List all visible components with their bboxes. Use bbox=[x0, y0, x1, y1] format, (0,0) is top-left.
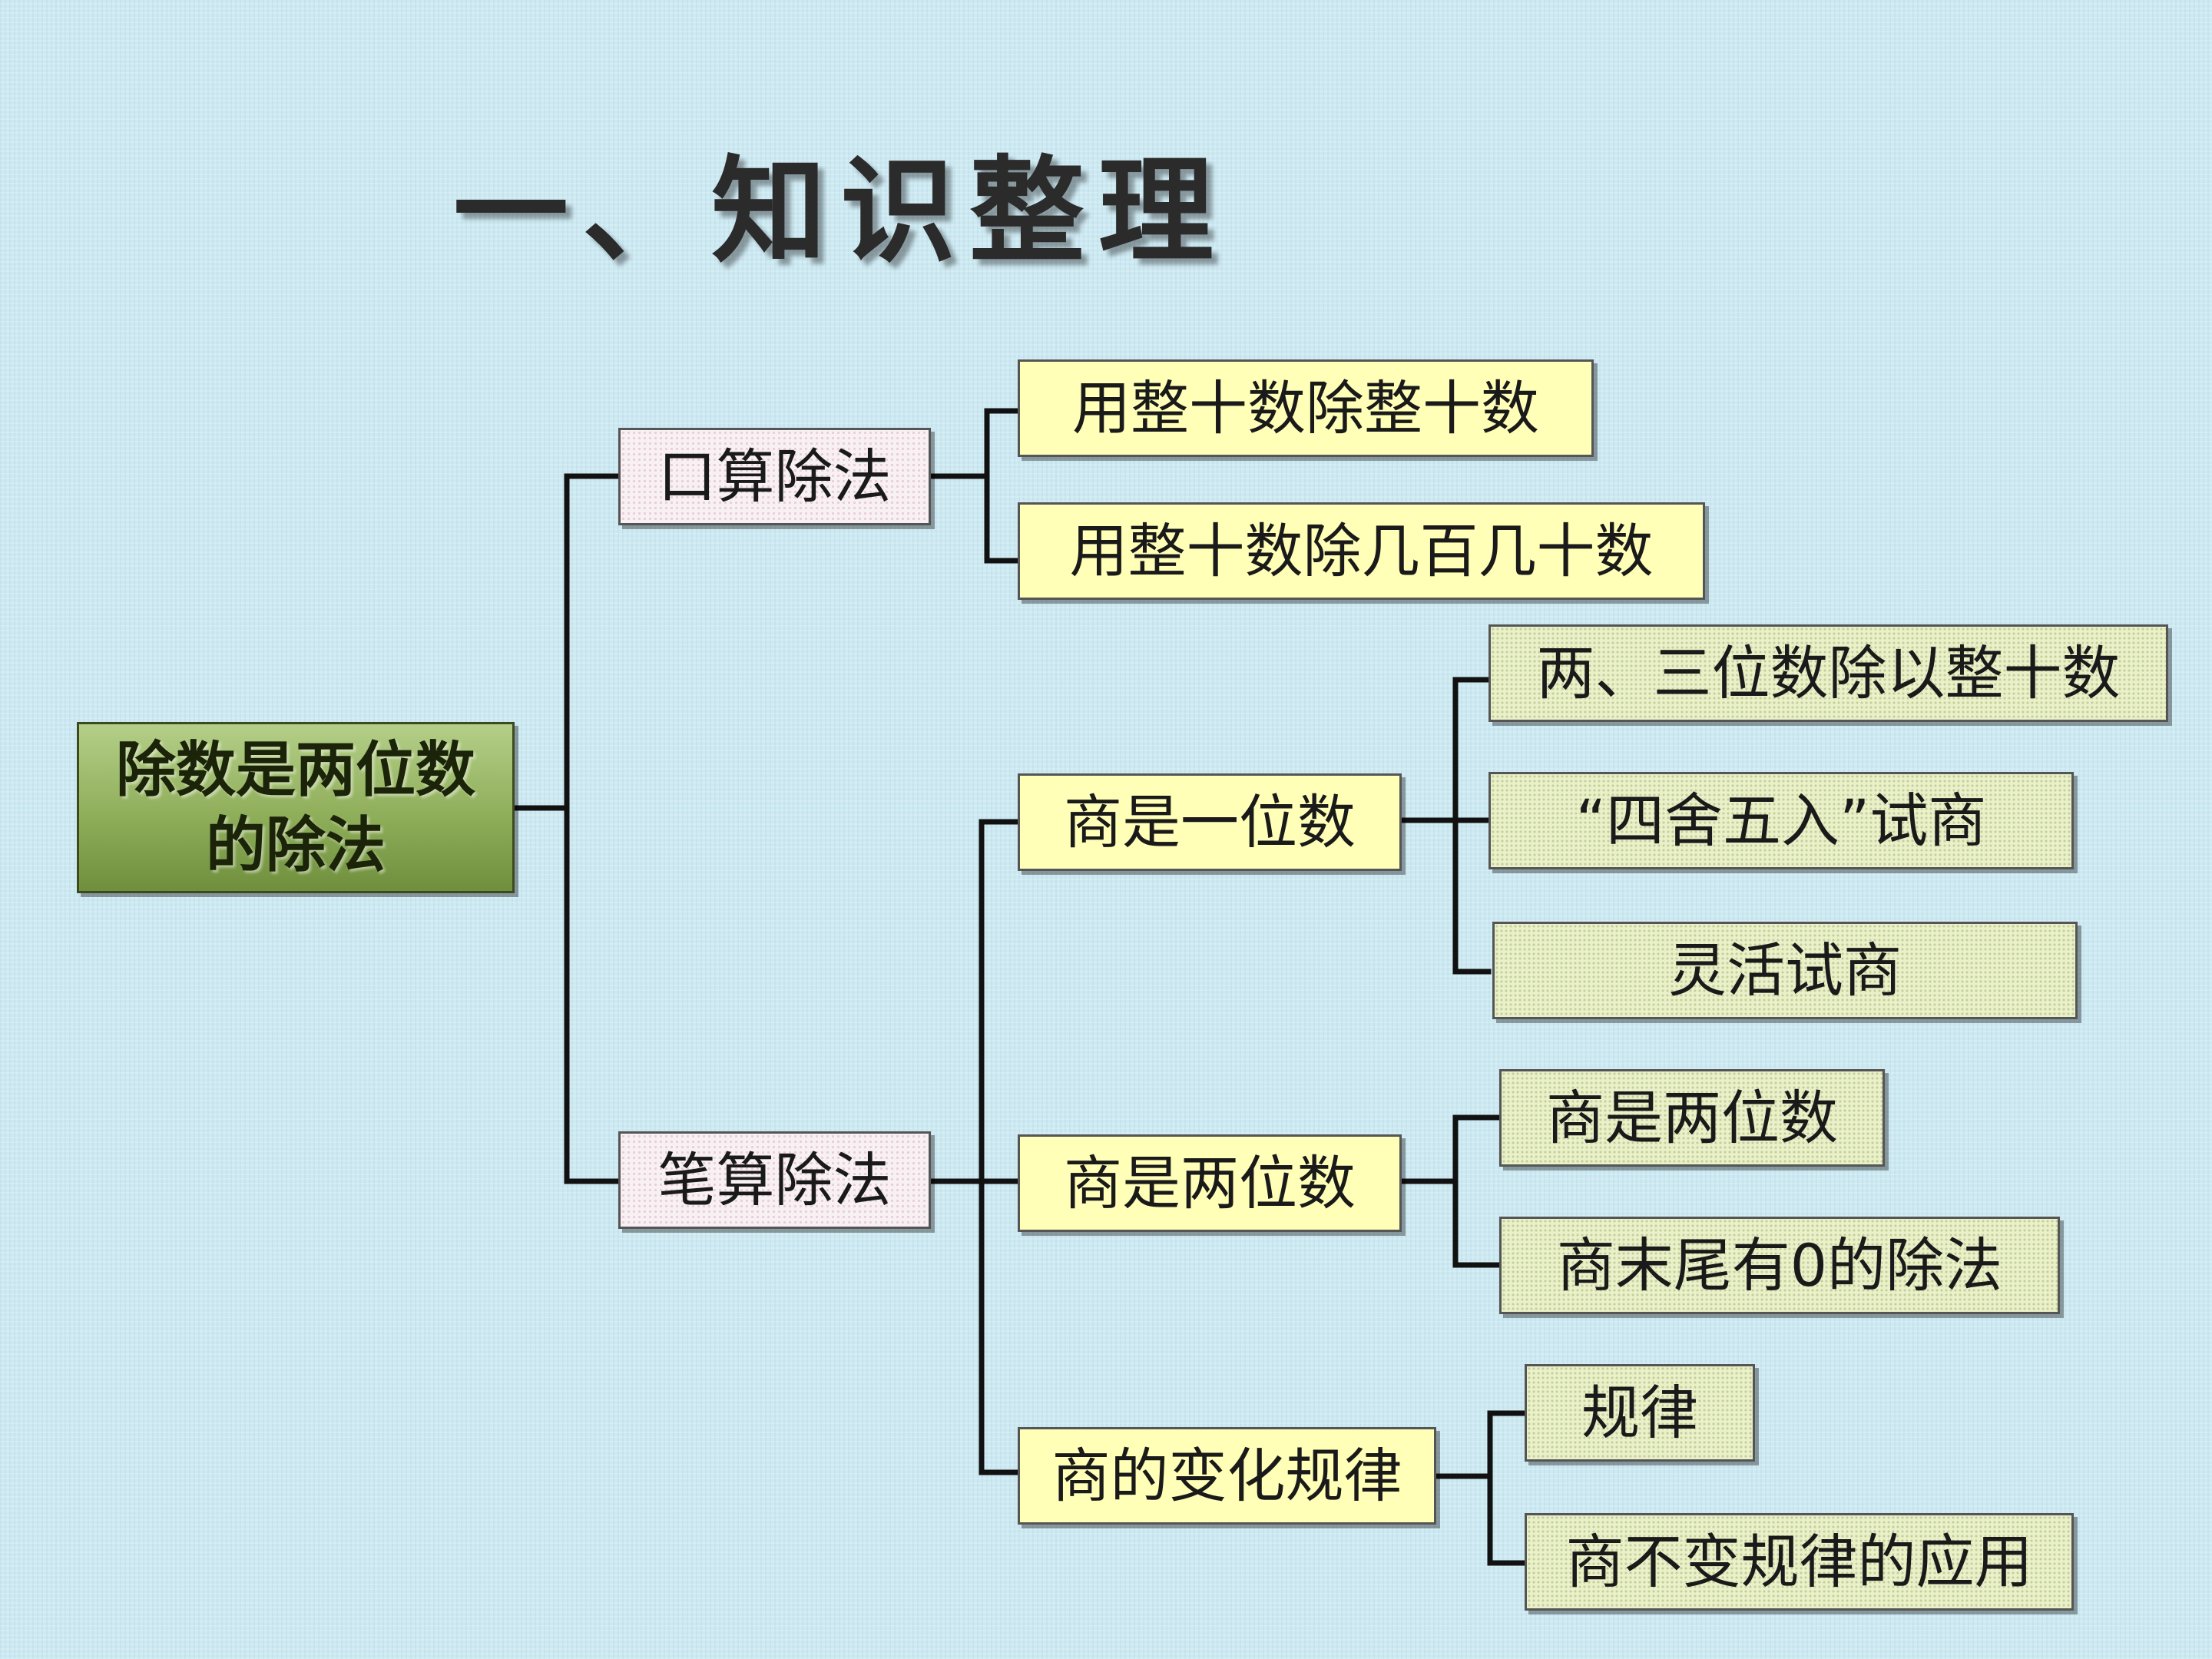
node-one-digit-child-3-label: 灵活试商 bbox=[1668, 935, 1902, 1005]
node-rule-child-1-label: 规律 bbox=[1581, 1378, 1698, 1447]
node-one-digit-child-1: 两、三位数除以整十数 bbox=[1488, 624, 2168, 722]
node-one-digit-child-1-label: 两、三位数除以整十数 bbox=[1536, 638, 2121, 707]
node-oral-division-label: 口算除法 bbox=[657, 442, 892, 511]
node-oral-child-1: 用整十数除整十数 bbox=[1018, 359, 1594, 457]
node-one-digit-child-3: 灵活试商 bbox=[1492, 922, 2078, 1019]
node-written-division-label: 笔算除法 bbox=[657, 1145, 892, 1214]
node-oral-child-2-label: 用整十数除几百几十数 bbox=[1069, 516, 1654, 585]
root-line1: 除数是两位数 bbox=[115, 735, 475, 805]
node-two-digit-quotient-label: 商是两位数 bbox=[1064, 1148, 1356, 1217]
node-rule-child-2-label: 商不变规律的应用 bbox=[1565, 1527, 2033, 1596]
node-quotient-rule: 商的变化规律 bbox=[1018, 1427, 1436, 1525]
connector-root-trunk bbox=[512, 473, 621, 1184]
node-written-division: 笔算除法 bbox=[618, 1131, 931, 1229]
node-two-digit-quotient: 商是两位数 bbox=[1018, 1134, 1402, 1232]
connector-oral bbox=[928, 408, 1021, 564]
node-rule-child-2: 商不变规律的应用 bbox=[1525, 1513, 2074, 1611]
root-line2: 的除法 bbox=[205, 810, 386, 880]
node-oral-child-1-label: 用整十数除整十数 bbox=[1072, 373, 1539, 442]
connector-two-digit bbox=[1399, 1114, 1502, 1268]
node-two-digit-child-2: 商末尾有0的除法 bbox=[1499, 1217, 2060, 1314]
node-one-digit-child-2-label: “四舍五入”试商 bbox=[1575, 786, 1987, 855]
page-title: 一、知识整理 bbox=[453, 144, 1228, 279]
node-rule-child-1: 规律 bbox=[1525, 1364, 1755, 1462]
node-two-digit-child-1: 商是两位数 bbox=[1499, 1069, 1885, 1167]
node-two-digit-child-1-label: 商是两位数 bbox=[1546, 1083, 1838, 1152]
node-one-digit-child-2: “四舍五入”试商 bbox=[1488, 772, 2074, 869]
node-two-digit-child-2-label: 商末尾有0的除法 bbox=[1556, 1230, 2003, 1300]
connector-one-digit bbox=[1399, 677, 1492, 975]
connector-written bbox=[928, 819, 1021, 1475]
root-node: 除数是两位数 的除法 bbox=[77, 722, 515, 893]
node-one-digit-quotient-label: 商是一位数 bbox=[1064, 787, 1356, 856]
connector-rule bbox=[1433, 1410, 1528, 1566]
node-one-digit-quotient: 商是一位数 bbox=[1018, 773, 1402, 871]
node-oral-child-2: 用整十数除几百几十数 bbox=[1018, 502, 1705, 600]
node-oral-division: 口算除法 bbox=[618, 428, 931, 525]
node-quotient-rule-label: 商的变化规律 bbox=[1051, 1441, 1402, 1510]
